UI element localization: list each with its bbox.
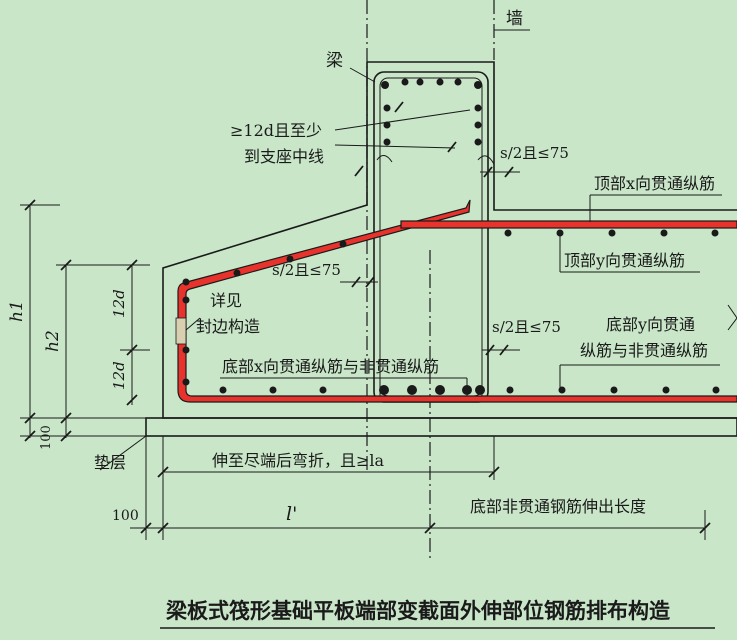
label-bottom-x: 底部x向贯通纵筋与非贯通纵筋 (222, 357, 439, 376)
label-detail-2: 封边构造 (196, 317, 260, 336)
label-wall: 墙 (506, 9, 523, 29)
label-spacing-right: s/2且≤75 (492, 318, 561, 336)
bottom-y-bars (219, 386, 720, 394)
leader-anchor-a (334, 109, 471, 131)
beam-bottom-bars (379, 385, 485, 395)
leader-beam (349, 67, 376, 83)
label-12d-b: 12d (110, 361, 128, 390)
label-cushion: 垫层 (94, 453, 126, 472)
label-bottom-y-2: 纵筋与非贯通纵筋 (580, 341, 708, 360)
label-anchor-2: 到支座中线 (244, 147, 324, 166)
leader-anchor-b (334, 144, 456, 149)
label-l-prime: l' (286, 503, 297, 525)
slope-y-bars (182, 240, 347, 386)
edge-detail-mark (175, 317, 187, 345)
stirrup-hook-right (477, 155, 495, 165)
label-spacing-mid: s/2且≤75 (272, 261, 341, 279)
label-h2: h2 (43, 330, 63, 352)
dim-ticks-left (24, 199, 138, 442)
leader-detail (185, 317, 201, 331)
label-spacing-top: s/2且≤75 (500, 144, 569, 162)
stirrup-hook-left (376, 155, 393, 163)
label-12d-a: 12d (110, 289, 128, 318)
caption: 梁板式筏形基础平板端部变截面外伸部位钢筋排布构造 (165, 598, 671, 623)
spacing-ticks (340, 101, 520, 356)
label-100-left: 100 (39, 425, 54, 450)
beam-top-bars (381, 78, 482, 146)
red-bottom-bent-rebar (177, 199, 737, 403)
label-detail-1: 详见 (210, 291, 242, 310)
label-extend-bend: 伸至尽端后弯折，且≥la (212, 451, 385, 470)
cushion-layer (145, 417, 737, 437)
break-mark (727, 304, 737, 331)
top-y-bars (504, 229, 719, 237)
label-h1: h1 (7, 300, 27, 322)
label-100-bottom: 100 (112, 508, 139, 524)
leader-cushion (99, 435, 147, 471)
beam-stirrup-inner (379, 77, 483, 397)
label-beam: 梁 (326, 51, 343, 71)
label-top-y: 顶部y向贯通纵筋 (564, 251, 685, 270)
dim-ticks-bottom (140, 466, 711, 534)
label-top-x: 顶部x向贯通纵筋 (594, 174, 715, 193)
red-top-x-rebar (400, 220, 737, 229)
label-anchor-1: ≥12d且至少 (230, 121, 322, 140)
label-bottom-nonthrough: 底部非贯通钢筋伸出长度 (470, 497, 646, 516)
top-outline (367, 61, 737, 211)
label-bottom-y-1: 底部y向贯通 (606, 315, 695, 334)
